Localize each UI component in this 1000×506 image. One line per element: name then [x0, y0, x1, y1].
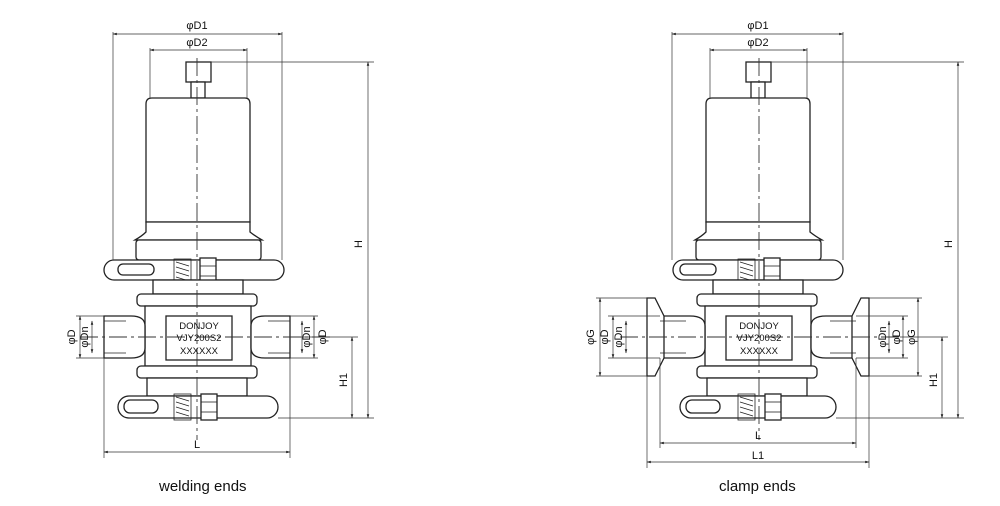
dim-dn-right-label: φDn: [877, 326, 889, 347]
plate-brand: DONJOY: [179, 321, 219, 332]
dim-d2-label: φD2: [186, 37, 207, 49]
valve-welding-ends: [76, 32, 374, 458]
dim-h1-label: H1: [338, 373, 350, 387]
dim-d-left-label: φD: [599, 329, 611, 344]
dim-g-right-label: φG: [906, 329, 918, 345]
caption-welding-ends: welding ends: [159, 478, 247, 495]
valve-clamp-ends: [596, 32, 964, 468]
dim-dn-right-label: φDn: [301, 326, 313, 347]
dim-l-label: L: [755, 430, 761, 442]
dim-dn-left-label: φDn: [613, 326, 625, 347]
plate-model: VJY200S2: [737, 333, 782, 344]
indicator-cap: [745, 61, 772, 83]
plate-serial: XXXXXX: [180, 346, 219, 357]
plate-brand: DONJOY: [739, 321, 779, 332]
upper-neck: [152, 279, 244, 295]
dim-l1-label: L1: [752, 450, 764, 462]
upper-flange: [695, 239, 822, 261]
indicator-stem: [750, 81, 766, 99]
lower-clamp-thread: [173, 393, 192, 421]
dim-h-label: H: [353, 240, 365, 248]
lower-clamp-ring: [679, 395, 837, 419]
actuator-skirt: [692, 221, 825, 241]
upper-body-ring: [696, 293, 818, 307]
dim-h1-label: H1: [928, 373, 940, 387]
upper-neck: [712, 279, 804, 295]
lower-body-ring: [696, 365, 818, 379]
dim-d-left-label: φD: [66, 329, 78, 344]
plate-serial: XXXXXX: [740, 346, 779, 357]
dim-d-right-label: φD: [317, 329, 329, 344]
dim-d2-label: φD2: [747, 37, 768, 49]
indicator-stem: [190, 81, 206, 99]
dim-d1-label: φD1: [747, 20, 768, 32]
caption-clamp-ends: clamp ends: [719, 478, 796, 495]
dim-l-label: L: [194, 439, 200, 451]
lower-clamp-hinge: [685, 399, 721, 414]
actuator-skirt: [132, 221, 265, 241]
dim-d1-label: φD1: [186, 20, 207, 32]
lower-clamp-nut: [764, 393, 782, 421]
upper-clamp-hinge: [117, 263, 155, 276]
dim-h-label: H: [943, 240, 955, 248]
lower-clamp-hinge: [123, 399, 159, 414]
lower-clamp-thread: [737, 393, 756, 421]
actuator-housing: [705, 97, 811, 223]
name-plate: [165, 315, 233, 361]
dim-d-right-label: φD: [891, 329, 903, 344]
actuator-housing: [145, 97, 251, 223]
lower-clamp-nut: [200, 393, 218, 421]
plate-model: VJY200S2: [177, 333, 222, 344]
upper-flange: [135, 239, 262, 261]
lower-neck: [706, 377, 808, 397]
upper-clamp-hinge: [679, 263, 717, 276]
dim-g-left-label: φG: [585, 329, 597, 345]
indicator-cap: [185, 61, 212, 83]
lower-clamp-ring: [117, 395, 279, 419]
dim-dn-left-label: φDn: [79, 326, 91, 347]
